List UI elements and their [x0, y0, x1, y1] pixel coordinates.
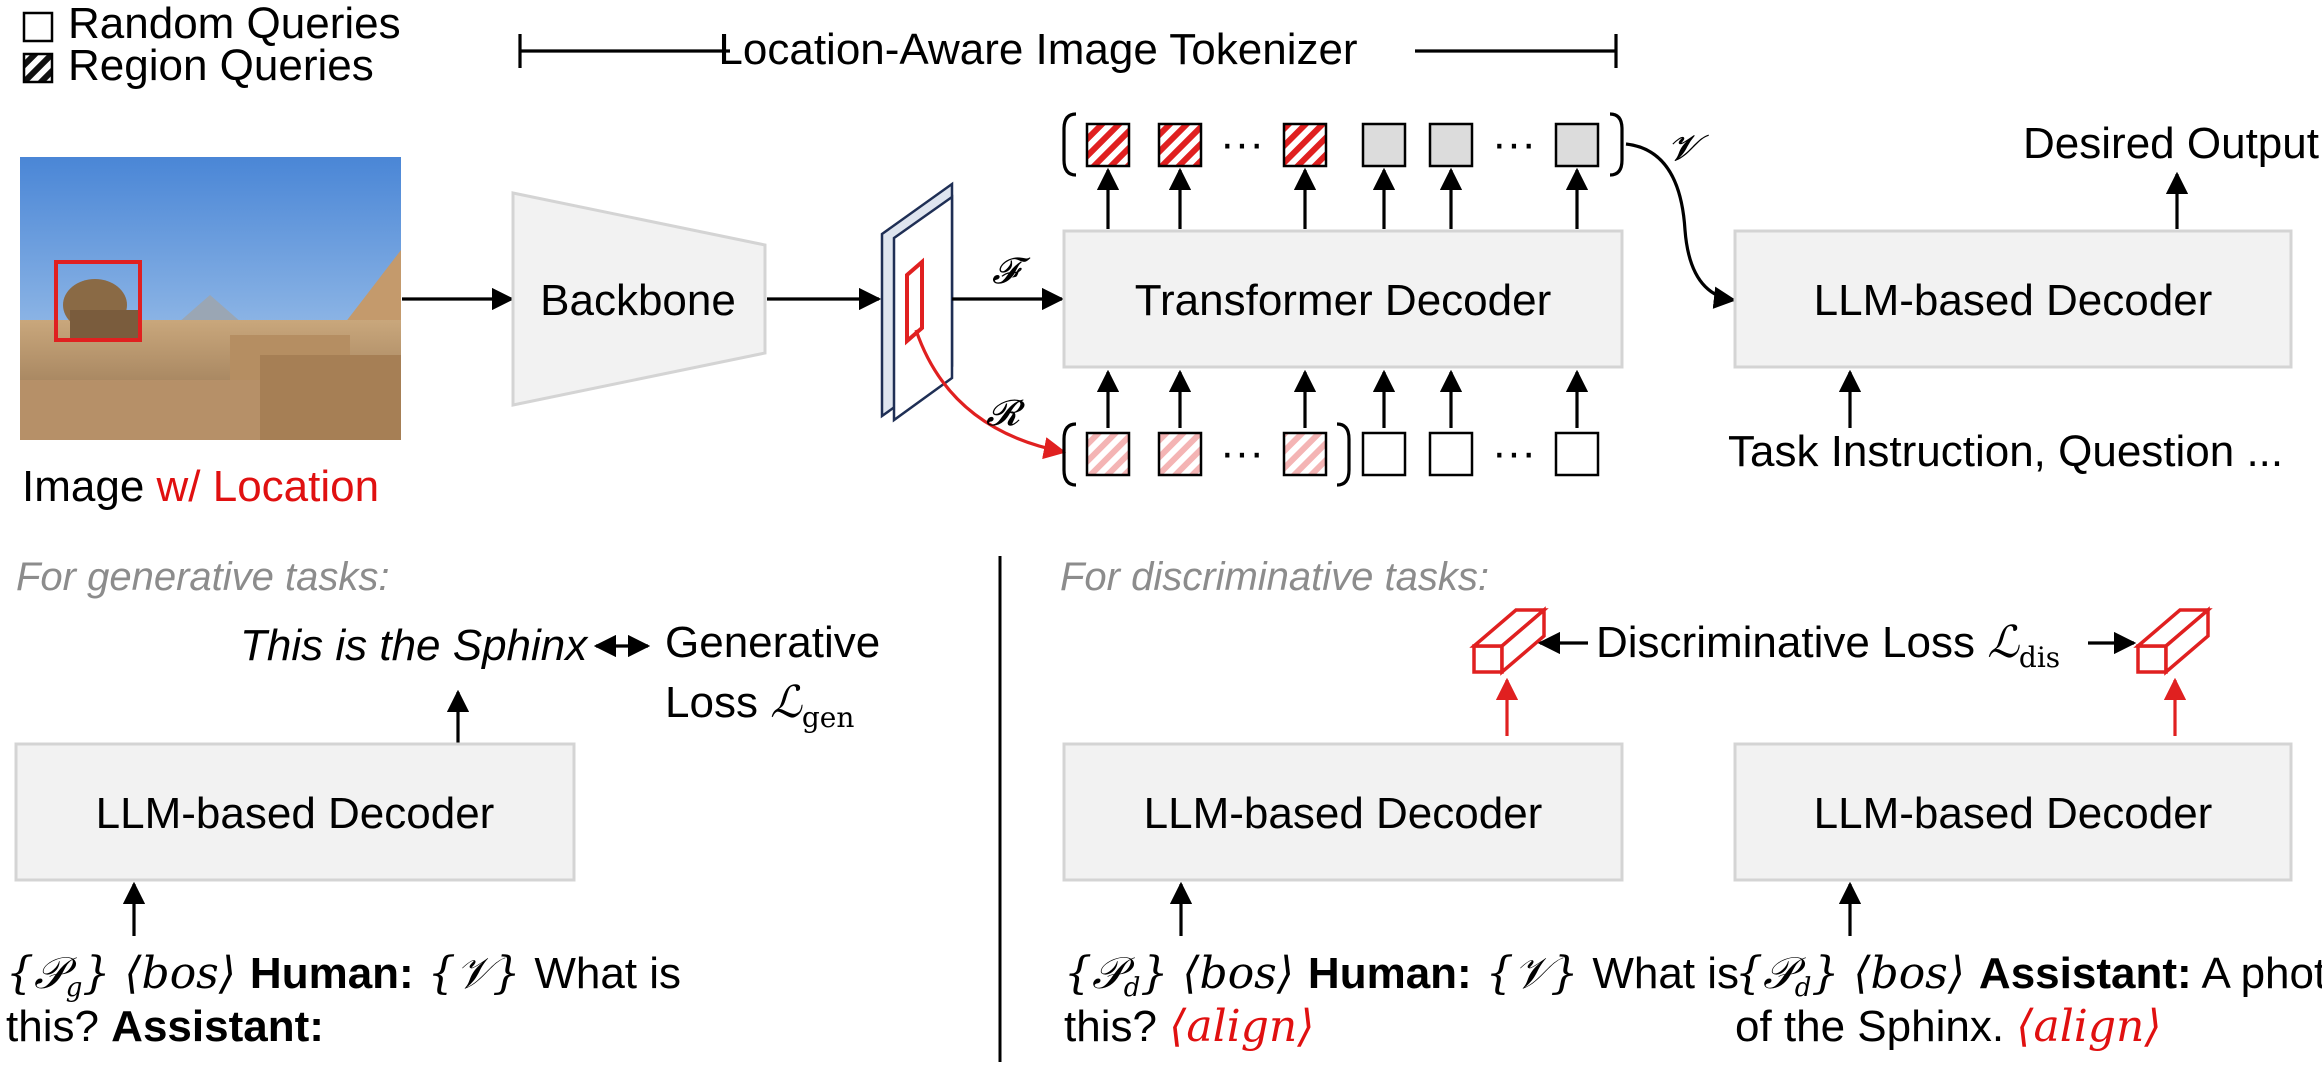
input-image	[20, 157, 401, 440]
generative-prompt-line2: this? Assistant:	[6, 1002, 324, 1051]
input-tokens: ··· ···	[1062, 422, 1600, 487]
generative-heading: For generative tasks:	[16, 555, 390, 599]
visual-token-curve	[1625, 142, 1737, 309]
token-random-in-3	[1554, 431, 1600, 477]
llm-decoder-dis-right-label: LLM-based Decoder	[1814, 789, 2213, 838]
decoder-output-arrows	[1096, 167, 1589, 229]
generative-prompt-line1: {𝒫g} ⟨bos⟩ Human: {𝒱} What is	[6, 948, 681, 1003]
llm-decoder-top-label: LLM-based Decoder	[1814, 276, 2213, 325]
tokenizer-span: Location-Aware Image Tokenizer	[518, 25, 1618, 74]
generative-loss-line1: Generative	[665, 618, 880, 667]
llm-decoder-dis-left-block	[1062, 742, 1624, 882]
region-highlight	[905, 257, 924, 346]
llm-decoder-top-block	[1733, 229, 2293, 369]
token-region-out-1	[1085, 122, 1131, 168]
embedding-cuboid-right	[2133, 606, 2213, 676]
embedding-cuboid-left	[1469, 606, 1549, 676]
decoder-input-arrows	[1096, 369, 1589, 428]
feature-map	[880, 181, 954, 423]
token-region-in-1	[1085, 431, 1131, 477]
tokenizer-title: Location-Aware Image Tokenizer	[718, 25, 1357, 74]
image-caption: Image w/ Location	[22, 462, 379, 511]
discriminative-loss: Discriminative Loss ℒdis	[1596, 617, 2060, 674]
discriminative-prompt-right-line2: of the Sphinx. ⟨align⟩	[1735, 1001, 2162, 1052]
generative-output: This is the Sphinx	[240, 621, 589, 670]
discriminative-prompt-left-line2: this? ⟨align⟩	[1064, 1001, 1314, 1052]
features-symbol: 𝓕	[992, 251, 1031, 292]
legend: Random Queries Region Queries	[22, 0, 401, 90]
task-instruction: Task Instruction, Question ...	[1728, 427, 2283, 476]
token-region-out-2	[1157, 122, 1203, 168]
llm-decoder-dis-right-block	[1733, 742, 2293, 882]
token-region-in-3	[1282, 431, 1328, 477]
llm-decoder-gen-label: LLM-based Decoder	[96, 789, 495, 838]
transformer-decoder-block	[1062, 229, 1624, 369]
ellipsis-in-2: ···	[1492, 428, 1536, 477]
discriminative-prompt-left-line1: {𝒫d} ⟨bos⟩ Human: {𝒱} What is	[1064, 948, 1739, 1003]
transformer-decoder-label: Transformer Decoder	[1135, 276, 1552, 325]
discriminative-section: For discriminative tasks: Discriminative…	[1060, 555, 2322, 1052]
legend-random-label: Random Queries	[68, 0, 401, 48]
token-random-out-2	[1428, 122, 1474, 168]
discriminative-heading: For discriminative tasks:	[1060, 555, 1489, 599]
output-tokens: ··· ···	[1062, 112, 1624, 177]
legend-region-label: Region Queries	[68, 41, 374, 90]
desired-output: Desired Output	[2023, 119, 2319, 168]
ellipsis-out-2: ···	[1492, 119, 1536, 168]
token-region-in-2	[1157, 431, 1203, 477]
regions-symbol: 𝓡	[986, 393, 1026, 434]
visual-tokens-symbol: 𝓥	[1668, 128, 1709, 169]
token-random-out-1	[1361, 122, 1407, 168]
location-box	[54, 260, 142, 342]
generative-section: For generative tasks: This is the Sphinx…	[6, 555, 880, 1051]
region-curve	[914, 329, 1067, 460]
random-query-swatch	[22, 11, 54, 43]
llm-decoder-dis-left-label: LLM-based Decoder	[1144, 789, 1543, 838]
llm-decoder-gen-block	[14, 742, 576, 882]
backbone-block: Backbone	[511, 191, 767, 407]
token-random-out-3	[1554, 122, 1600, 168]
region-query-swatch	[22, 52, 54, 84]
token-region-out-3	[1282, 122, 1328, 168]
ellipsis-in-1: ···	[1220, 428, 1264, 477]
ellipsis-out-1: ···	[1220, 119, 1264, 168]
token-random-in-2	[1428, 431, 1474, 477]
generative-loss-line2: Loss ℒgen	[665, 677, 854, 734]
backbone-label: Backbone	[540, 276, 736, 325]
token-random-in-1	[1361, 431, 1407, 477]
